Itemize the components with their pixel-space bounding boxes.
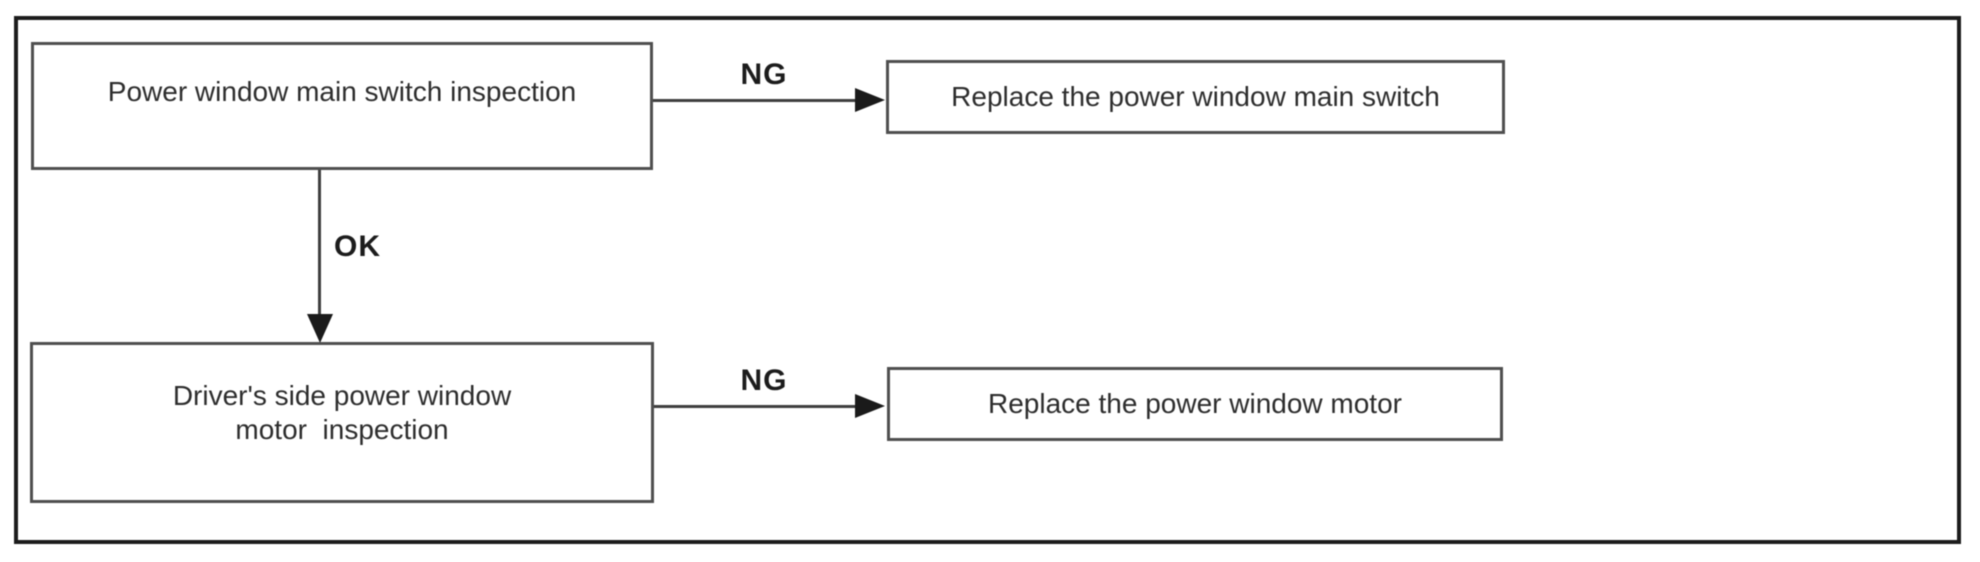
edge-label-ng-bottom: NG [740, 364, 788, 397]
node-power-window-main-switch-inspection: Power window main switch inspection [31, 42, 653, 170]
edge-line-ok [318, 170, 321, 316]
node-drivers-side-power-window-motor-inspection: Driver's side power window motor inspect… [30, 342, 654, 503]
arrow-right-icon [855, 394, 885, 418]
arrow-down-icon [307, 314, 333, 343]
node-replace-power-window-motor: Replace the power window motor [887, 367, 1503, 441]
edge-line-ng-bottom [654, 405, 855, 408]
edge-label-ok: OK [334, 230, 381, 263]
node-label: Replace the power window motor [988, 388, 1402, 419]
node-replace-power-window-main-switch: Replace the power window main switch [886, 60, 1505, 134]
node-label: Power window main switch inspection [107, 76, 577, 107]
node-label: Replace the power window main switch [951, 81, 1440, 112]
node-label-line-2: motor inspection [235, 413, 449, 445]
arrow-right-icon [855, 88, 885, 112]
node-label-line-1: Driver's side power window [172, 379, 512, 411]
edge-line-ng-top [653, 99, 855, 102]
edge-label-ng-top: NG [740, 58, 788, 91]
